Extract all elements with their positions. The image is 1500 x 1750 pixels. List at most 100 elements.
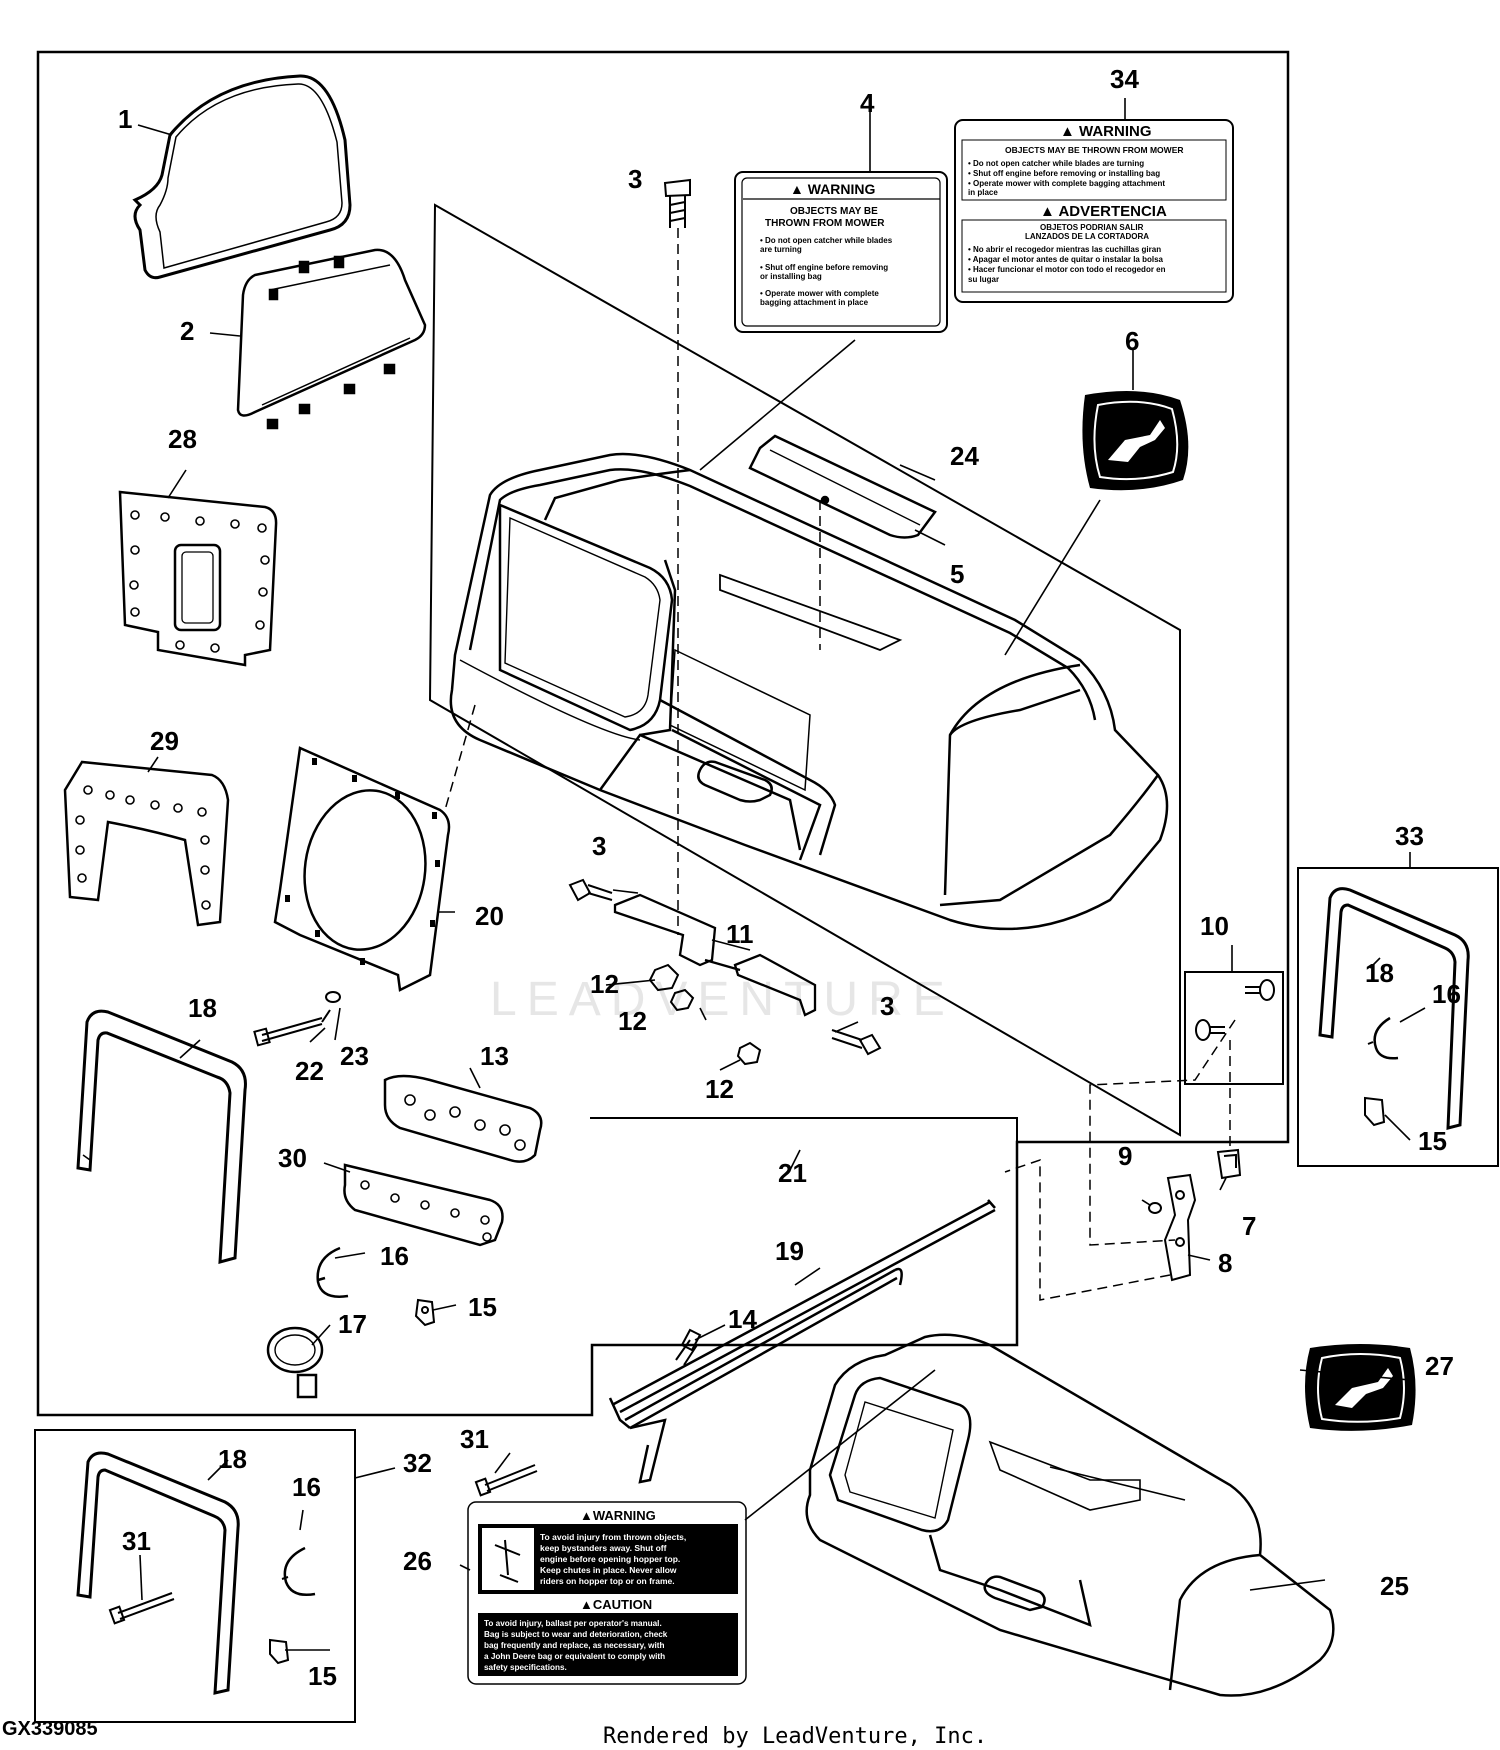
box-33 — [1297, 867, 1499, 1167]
callout-15b: 15 — [1418, 1126, 1447, 1156]
hopper-panel-outline — [428, 203, 1181, 1137]
svg-text:▲ ADVERTENCIA: ▲ ADVERTENCIA — [1040, 203, 1167, 220]
callout-12c: 12 — [705, 1074, 734, 1104]
part-6-deer-logo — [1082, 391, 1189, 491]
dashed-lines — [444, 228, 1236, 1301]
svg-text:▲ WARNING: ▲ WARNING — [1060, 123, 1152, 140]
callout-16b: 16 — [1432, 979, 1461, 1009]
part-25-hopper-lower — [805, 1333, 1335, 1697]
svg-text:bag frequently and replace, as: bag frequently and replace, as necessary… — [484, 1641, 665, 1650]
callout-3b: 3 — [592, 831, 606, 861]
part-22-rivet — [253, 1017, 323, 1047]
svg-text:OBJECTS MAY BE: OBJECTS MAY BE — [790, 206, 878, 217]
part-9-washer — [1148, 1202, 1162, 1214]
svg-text:OBJECTS MAY BE THROWN FROM MOW: OBJECTS MAY BE THROWN FROM MOWER — [1005, 145, 1184, 155]
part-23-washer — [321, 991, 341, 1023]
part-29-frame-plate — [63, 760, 230, 927]
callout-21: 21 — [778, 1158, 807, 1188]
callout-2: 2 — [180, 316, 194, 346]
callout-22: 22 — [295, 1056, 324, 1086]
part-20-plate — [273, 746, 451, 992]
box-32-parts — [76, 1451, 316, 1695]
callout-11: 11 — [726, 919, 754, 949]
callout-15c: 15 — [308, 1661, 337, 1691]
part-11-brackets — [613, 893, 817, 1017]
callout-13: 13 — [480, 1041, 509, 1071]
callout-18b: 18 — [1365, 958, 1394, 988]
svg-text:OBJETOS PODRIAN SALIR: OBJETOS PODRIAN SALIR — [1040, 223, 1144, 232]
svg-text:To avoid injury, ballast per o: To avoid injury, ballast per operator's … — [484, 1619, 662, 1628]
svg-text:engine before opening hopper t: engine before opening hopper top. — [540, 1554, 680, 1564]
callout-16c: 16 — [292, 1472, 321, 1502]
part-31-rivet-top — [474, 1464, 538, 1497]
svg-text:THROWN FROM MOWER: THROWN FROM MOWER — [765, 218, 885, 229]
callout-32: 32 — [403, 1448, 432, 1478]
leader-lines — [137, 98, 1426, 1651]
callout-24: 24 — [950, 441, 979, 471]
svg-text:• Hacer funcionar el motor con: • Hacer funcionar el motor con todo el r… — [968, 265, 1166, 274]
svg-text:• Do not open catcher while bl: • Do not open catcher while blades — [760, 236, 893, 245]
callout-14: 14 — [728, 1304, 757, 1334]
part-24-hopper — [449, 452, 1169, 931]
callout-18c: 18 — [218, 1444, 247, 1474]
svg-text:• Operate mower with complete: • Operate mower with complete — [760, 289, 879, 298]
callout-16a: 16 — [380, 1241, 409, 1271]
svg-text:▲CAUTION: ▲CAUTION — [580, 1597, 652, 1612]
svg-text:or installing bag: or installing bag — [760, 272, 822, 281]
callout-23: 23 — [340, 1041, 369, 1071]
callout-30: 30 — [278, 1143, 307, 1173]
callout-5: 5 — [950, 559, 964, 589]
watermark: LEADVENTURE — [490, 973, 955, 1026]
svg-text:su lugar: su lugar — [968, 275, 999, 284]
callout-19: 19 — [775, 1236, 804, 1266]
callout-15a: 15 — [468, 1292, 497, 1322]
part-30-bracket — [343, 1163, 504, 1247]
label-34-warning: ▲ WARNING OBJECTS MAY BE THROWN FROM MOW… — [954, 119, 1234, 303]
svg-text:LANZADOS DE LA CORTADORA: LANZADOS DE LA CORTADORA — [1025, 232, 1149, 241]
svg-text:Keep chutes in place. Never al: Keep chutes in place. Never allow — [540, 1565, 677, 1575]
svg-text:riders on hopper top or on fra: riders on hopper top or on frame. — [540, 1576, 675, 1586]
part-19-rod — [608, 1199, 996, 1484]
svg-text:bagging attachment in place: bagging attachment in place — [760, 298, 869, 307]
part-17-clamp — [266, 1326, 324, 1399]
callout-34: 34 — [1110, 64, 1139, 94]
callout-33: 33 — [1395, 821, 1424, 851]
svg-text:• No abrir el recogedor mientr: • No abrir el recogedor mientras las cuc… — [968, 245, 1161, 254]
svg-text:• Operate mower with complete: • Operate mower with complete bagging at… — [968, 179, 1165, 188]
callout-12b: 12 — [618, 1006, 647, 1036]
svg-text:in place: in place — [968, 188, 998, 197]
part-14-bolt — [675, 1328, 702, 1366]
part-28-plate — [118, 490, 278, 667]
svg-text:• Apagar el motor antes de qui: • Apagar el motor antes de quitar o inst… — [968, 255, 1164, 264]
callout-20: 20 — [475, 901, 504, 931]
part-3-bolt-mid — [568, 878, 613, 902]
part-1-seal — [132, 74, 352, 280]
label-4-warning: ▲ WARNING OBJECTS MAY BE THROWN FROM MOW… — [734, 171, 948, 333]
svg-text:a John Deere bag or equivalent: a John Deere bag or equivalent to comply… — [484, 1652, 665, 1661]
svg-text:▲ WARNING: ▲ WARNING — [790, 181, 876, 197]
figure-id: GX339085 — [2, 1718, 98, 1740]
part-2-screen — [236, 248, 427, 430]
svg-text:• Shut off engine before remov: • Shut off engine before removing — [760, 263, 888, 272]
svg-text:• Shut off engine before remov: • Shut off engine before removing or ins… — [968, 169, 1160, 178]
part-7-clip — [1216, 1148, 1242, 1180]
svg-text:To avoid injury from thrown ob: To avoid injury from thrown objects, — [540, 1532, 686, 1542]
callout-9: 9 — [1118, 1141, 1132, 1171]
part-5-lid — [748, 434, 937, 539]
callout-3a: 3 — [628, 164, 642, 194]
callout-7: 7 — [1242, 1211, 1256, 1241]
callout-8: 8 — [1218, 1248, 1232, 1278]
part-16-clip — [316, 1246, 349, 1298]
part-8-latch — [1163, 1173, 1197, 1282]
footer-credit: Rendered by LeadVenture, Inc. — [603, 1724, 987, 1749]
callout-25: 25 — [1380, 1571, 1409, 1601]
callout-27: 27 — [1425, 1351, 1454, 1381]
svg-text:keep bystanders away. Shut off: keep bystanders away. Shut off — [540, 1543, 667, 1553]
callout-31a: 31 — [460, 1424, 489, 1454]
callout-12a: 12 — [590, 969, 619, 999]
part-18-bar-main — [76, 1009, 247, 1264]
svg-text:• Do not open catcher while bl: • Do not open catcher while blades are t… — [968, 159, 1144, 168]
part-15-clip — [414, 1298, 436, 1327]
part-13-bracket — [383, 1074, 543, 1163]
